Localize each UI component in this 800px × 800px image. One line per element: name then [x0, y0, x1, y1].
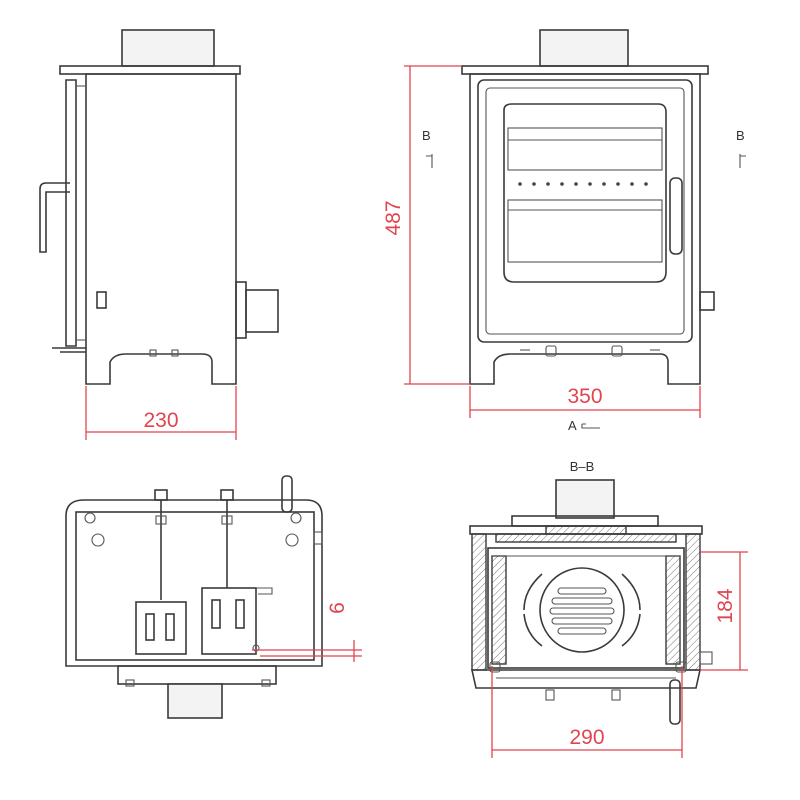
- side-flue-collar: [121, 29, 215, 67]
- section-title: B–B: [570, 459, 595, 474]
- plan-front-base: [117, 665, 277, 685]
- section-flue-collar: [555, 479, 615, 519]
- dim-front-width-label: 350: [567, 385, 602, 408]
- front-glass: [503, 103, 667, 283]
- plan-inner-box: [75, 511, 315, 661]
- section-baffle: [495, 533, 677, 543]
- dim-section-width-label: 290: [569, 726, 604, 749]
- svg-text:B: B: [422, 128, 431, 143]
- front-view: [461, 29, 715, 385]
- section-firebox: [487, 547, 685, 669]
- side-top-plate: [59, 65, 241, 75]
- front-door-handle: [669, 177, 683, 255]
- dim-side-depth: 230: [85, 386, 237, 440]
- plan-rod-clip-left: [154, 489, 168, 501]
- svg-text:B: B: [736, 128, 745, 143]
- front-lower-glass: [507, 199, 663, 263]
- section-grate: [539, 567, 625, 653]
- plan-outer-shell: [65, 499, 323, 667]
- front-flue-collar: [539, 29, 629, 67]
- front-body: [469, 73, 701, 385]
- front-door: [477, 79, 693, 343]
- section-view: B–B: [469, 459, 713, 725]
- section-wall-left: [471, 533, 487, 671]
- view-marker-a: A: [568, 418, 600, 433]
- side-rear-outlet: [245, 289, 279, 333]
- plan-post: [281, 475, 293, 513]
- dim-side-depth-label: 230: [143, 409, 178, 432]
- side-vent: [96, 291, 107, 309]
- plan-rod-clip-right: [220, 489, 234, 501]
- side-body: [85, 73, 237, 385]
- plan-view: [65, 475, 323, 719]
- plan-outlet: [167, 683, 223, 719]
- dim-top-gap-label: 6: [326, 602, 349, 614]
- section-marker-left: B: [422, 128, 433, 168]
- side-view: [39, 29, 279, 385]
- dim-section-width: 290: [491, 666, 683, 758]
- section-marker-right: B: [736, 128, 746, 168]
- side-door-face: [65, 79, 77, 347]
- side-rear-outlet-plate: [235, 281, 247, 339]
- plan-plate-left: [135, 601, 187, 655]
- front-top-plate: [461, 65, 709, 75]
- plan-plate-right: [201, 587, 257, 655]
- side-door-handle: [39, 182, 70, 253]
- section-grate-slots: [549, 587, 615, 635]
- section-handle: [669, 679, 681, 725]
- dim-section-height-label: 184: [714, 588, 737, 623]
- section-base: [471, 669, 701, 689]
- dim-section-height: 184: [700, 551, 748, 671]
- dim-front-height: 487: [382, 65, 470, 385]
- dim-top-gap: 6: [252, 602, 362, 662]
- dim-front-width: 350: [469, 385, 701, 418]
- front-airwash-upper: [507, 127, 663, 171]
- svg-text:A: A: [568, 418, 577, 433]
- front-side-knob: [699, 291, 715, 311]
- dim-front-height-label: 487: [382, 200, 405, 235]
- front-vent-holes: [518, 182, 648, 186]
- section-wall-right: [685, 533, 701, 671]
